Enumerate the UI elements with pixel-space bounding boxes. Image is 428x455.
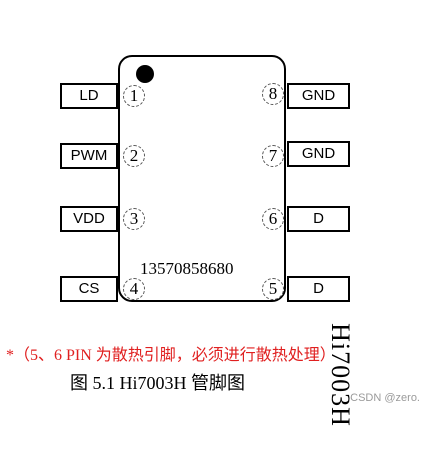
pin-label-vdd: VDD <box>60 206 118 232</box>
pin-number-6: 6 <box>262 208 284 230</box>
watermark: CSDN @zero. <box>350 392 420 404</box>
pin-number-1: 1 <box>123 85 145 107</box>
pin-label-d-6: D <box>287 206 350 232</box>
pin-label-ld: LD <box>60 83 118 109</box>
pin-number-4: 4 <box>123 278 145 300</box>
pin-label-cs: CS <box>60 276 118 302</box>
pin-number-7: 7 <box>262 145 284 167</box>
pin-number-3: 3 <box>123 208 145 230</box>
pin-number-5: 5 <box>262 278 284 300</box>
chip-phone-number: 13570858680 <box>140 259 234 278</box>
figure-caption: 图 5.1 Hi7003H 管脚图 <box>70 373 245 393</box>
pin-label-gnd-7: GND <box>287 141 350 167</box>
pin-number-8: 8 <box>262 83 284 105</box>
pin1-indicator-dot <box>136 65 154 83</box>
pin-number-2: 2 <box>123 145 145 167</box>
thermal-pin-note: *（5、6 PIN 为散热引脚，必须进行散热处理） <box>6 347 336 364</box>
pin-label-pwm: PWM <box>60 143 118 169</box>
pin-label-d-5: D <box>287 276 350 302</box>
chip-name: Hi7003H <box>326 323 355 427</box>
pin-label-gnd-8: GND <box>287 83 350 109</box>
chip-body <box>118 55 286 302</box>
